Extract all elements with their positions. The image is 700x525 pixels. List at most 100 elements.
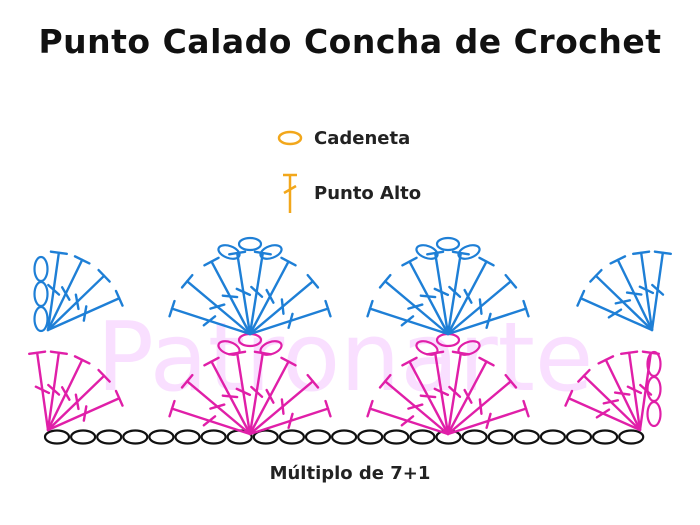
foundation-chain-5 — [174, 429, 201, 445]
row1-shell-1-dc-3-post — [433, 351, 450, 436]
row1-right-dc-2-bar — [613, 391, 631, 396]
foundation-chain-3 — [122, 429, 149, 445]
row1-shell-0-dc-0-post — [170, 407, 252, 436]
row2-shell-0-dc-2-post — [210, 260, 252, 336]
watermark: Patronarte — [97, 303, 594, 413]
row2-shell-0-dc-2-top — [203, 256, 220, 267]
row1-shell-0-dc-6-post — [248, 380, 315, 436]
row1-shell-1-dc-7-bar — [485, 412, 492, 429]
legend-chain-label: Cadeneta — [314, 127, 411, 149]
legend-chain: Cadeneta — [272, 118, 410, 158]
row1-left-dc-0-bar — [34, 385, 51, 395]
row2-shell-1-dc-6-top — [504, 273, 518, 289]
row2-shell-1-dc-7-bar — [485, 312, 492, 329]
row2-shell-0-dc-7-top — [324, 299, 332, 318]
row1-left-dc-3-top — [97, 368, 111, 383]
foundation-chain-16 — [461, 429, 488, 445]
row1-shell-1-ch-right — [457, 340, 481, 356]
row1-shell-0-dc-0-bar — [202, 415, 217, 427]
foundation-chain-21 — [591, 429, 619, 445]
row2-shell-1-dc-0-bar — [400, 315, 415, 327]
row1-shell-0-dc-1-post — [185, 380, 252, 436]
row2-shell-0-dc-1-post — [185, 280, 252, 336]
row1-shell-1-dc-7-top — [522, 399, 530, 418]
row2-shell-0-dc-0-bar — [202, 315, 217, 327]
row1-shell-1-dc-0-bar — [400, 415, 415, 427]
row1-shell-0-dc-5-post — [248, 360, 290, 436]
row2-left-dc-1-post — [46, 258, 84, 332]
row2-shell-0-dc-3-post — [235, 251, 252, 336]
row1-left-dc-4-post — [46, 397, 121, 432]
row2-shell-0-dc-4-top — [253, 250, 272, 256]
foundation-chain-19 — [539, 429, 567, 445]
row2-right-dc-3-top — [632, 250, 651, 256]
row2-left-dc-2-post — [46, 274, 106, 332]
row2-shell-1-ch-left — [415, 244, 439, 260]
row2-shell-0-dc-6-bar — [280, 298, 285, 315]
row2-right-dc-1-post — [594, 274, 654, 332]
row2-left-dc-0-post — [46, 251, 61, 332]
foundation-chain-14 — [409, 429, 436, 445]
foundation-chain-18 — [513, 429, 540, 445]
row1-left-dc-4-top — [114, 389, 124, 407]
foundation-chain-22 — [618, 429, 645, 445]
row1-left-dc-2-post — [46, 358, 84, 432]
row2-right-dc-1-top — [589, 268, 603, 283]
row1-left-dc-4-bar — [82, 405, 88, 422]
row2-right-dc-2-top — [609, 255, 627, 265]
row2-shell-1-dc-6-post — [446, 280, 513, 336]
row2-left-dc-2-bar — [74, 293, 80, 311]
row2-shell-0-ch-left — [217, 244, 241, 260]
row2-shell-1-dc-1-bar — [407, 303, 424, 310]
row2-left-dc-2-top — [97, 268, 111, 283]
row1-shell-0-dc-6-bar — [280, 398, 285, 415]
row2-left-dc-3-top — [114, 289, 124, 307]
row2-shell-0-dc-4-post — [248, 251, 265, 336]
row2-shell-1-dc-1-post — [383, 280, 450, 336]
chain-stitch-icon — [277, 130, 303, 146]
row1-shell-1-dc-1-post — [383, 380, 450, 436]
row2-left-dc-3-bar — [82, 305, 88, 322]
row2-shell-0-dc-0-top — [168, 299, 176, 318]
row1-left-dc-3-bar — [74, 393, 80, 411]
row2-right-dc-4-post — [650, 251, 665, 332]
row2-shell-1-dc-5-top — [478, 256, 495, 267]
row1-shell-0-dc-5-top — [280, 356, 297, 367]
row2-right-dc-4-bar — [651, 283, 665, 296]
row1-shell-0-ch-right — [259, 340, 283, 356]
row2-shell-1-dc-4-bar — [448, 285, 462, 298]
row2-shell-1-ch-top — [435, 236, 461, 252]
row2-shell-1-dc-2-post — [408, 260, 450, 336]
row1-right-dc-4-post — [638, 351, 653, 432]
row2-shell-0-dc-7-bar — [287, 312, 294, 329]
double-crochet-icon — [283, 173, 297, 213]
row2-shell-1-dc-2-top — [401, 256, 418, 267]
row1-shell-0-ch-left — [217, 340, 241, 356]
row2-right-dc-3-bar — [638, 285, 655, 295]
row1-shell-1-dc-0-top — [366, 399, 374, 418]
row2-shell-0-dc-2-bar — [221, 294, 239, 299]
row2-shell-1-dc-1-top — [378, 273, 392, 289]
foundation-chain-13 — [383, 429, 410, 445]
row2-left-dc-1-bar — [60, 286, 71, 301]
row2-right-dc-3-post — [639, 251, 654, 332]
foundation-chain-6 — [200, 429, 227, 445]
row1-turning-chain-2 — [646, 400, 662, 428]
row1-shell-0-dc-7-top — [324, 399, 332, 418]
row2-shell-1-dc-5-bar — [463, 288, 473, 304]
row1-shell-1-dc-3-bar — [433, 387, 450, 397]
row1-right-dc-3-bar — [626, 385, 643, 395]
row1-shell-0-dc-3-bar — [235, 387, 252, 397]
row2-shell-1-dc-4-top — [451, 250, 470, 256]
row2-shell-0-dc-5-post — [248, 260, 290, 336]
row1-shell-0-dc-6-top — [306, 373, 320, 389]
row1-turning-chain-1 — [646, 375, 662, 403]
row2-shell-0-dc-5-bar — [265, 288, 275, 304]
row2-right-dc-1-bar — [614, 299, 632, 305]
row1-shell-1-dc-2-bar — [419, 394, 437, 399]
row1-shell-0-dc-2-bar — [221, 394, 239, 399]
row2-shell-1-dc-0-top — [366, 299, 374, 318]
row2-shell-0-dc-6-top — [306, 273, 320, 289]
row1-shell-1-dc-1-top — [378, 373, 392, 389]
row1-right-dc-1-post — [582, 374, 642, 432]
